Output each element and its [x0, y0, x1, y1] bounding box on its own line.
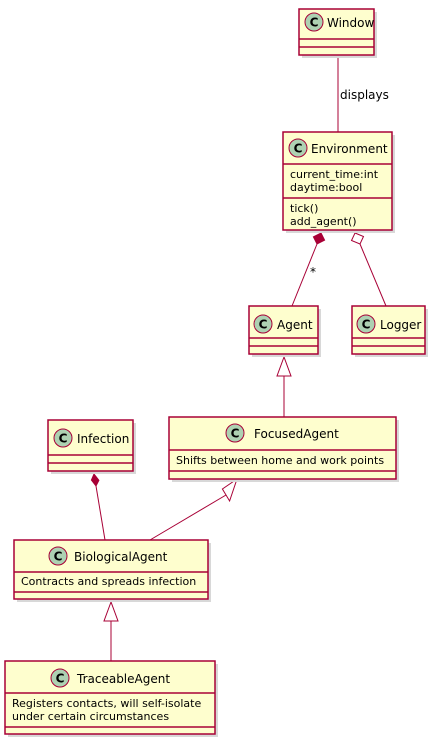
relation-biological-agent-focused-agent-line	[149, 494, 227, 541]
class-focused-agent-box	[168, 416, 397, 480]
relation-infection-biological-agent-line	[95, 485, 106, 541]
class-infection: C Infection	[47, 419, 136, 474]
relation-window-environment-label: displays	[340, 88, 389, 102]
class-focused-agent-name: FocusedAgent	[254, 427, 339, 441]
class-icon-letter: C	[362, 318, 371, 332]
class-icon-letter: C	[56, 672, 65, 686]
class-icon	[304, 12, 324, 32]
class-traceable-agent-box	[4, 660, 216, 735]
class-traceable-agent-name: TraceableAgent	[76, 672, 170, 686]
class-focused-agent: C FocusedAgent Shifts between home and w…	[168, 416, 399, 482]
class-icon	[288, 138, 308, 158]
class-window: C Window	[298, 8, 377, 58]
class-icon	[48, 546, 68, 566]
aggregation-diamond-environment-logger	[350, 232, 365, 245]
class-logger-name: Logger	[380, 318, 421, 332]
class-icon-letter: C	[294, 142, 303, 156]
relation-environment-agent-line	[291, 243, 318, 307]
class-logger: C Logger	[351, 305, 428, 357]
class-icon-letter: C	[310, 16, 319, 30]
relation-environment-agent-multiplicity: *	[310, 265, 316, 279]
class-biological-agent: C BiologicalAgent Contracts and spreads …	[13, 539, 211, 602]
class-traceable-agent-description: under certain circumstances	[12, 710, 169, 723]
class-icon	[356, 314, 376, 334]
class-infection-name: Infection	[77, 432, 129, 446]
class-window-name: Window	[327, 16, 375, 30]
class-environment: C Environment current_time:int daytime:b…	[282, 131, 395, 233]
class-biological-agent-description: Contracts and spreads infection	[21, 575, 196, 588]
class-focused-agent-description: Shifts between home and work points	[176, 454, 384, 467]
relation-environment-logger-line	[359, 243, 387, 307]
class-icon	[50, 668, 70, 688]
class-icon-letter: C	[59, 432, 68, 446]
generalization-arrow-biological-agent	[103, 600, 119, 622]
class-traceable-agent-description: Registers contacts, will self-isolate	[12, 697, 201, 710]
class-agent-name: Agent	[277, 318, 313, 332]
class-environment-method: add_agent()	[290, 215, 357, 228]
class-environment-name: Environment	[311, 142, 388, 156]
generalization-arrow-focused-agent	[221, 477, 238, 503]
class-icon-letter: C	[54, 550, 63, 564]
class-traceable-agent: C TraceableAgent Registers contacts, wil…	[4, 660, 218, 737]
composition-diamond-environment-agent	[312, 232, 326, 245]
class-icon	[53, 428, 73, 448]
class-icon-letter: C	[231, 427, 240, 441]
generalization-arrow-agent	[276, 355, 292, 377]
class-environment-method: tick()	[290, 202, 318, 215]
class-agent: C Agent	[248, 305, 321, 357]
composition-diamond-infection	[90, 473, 100, 487]
class-icon-letter: C	[259, 318, 268, 332]
class-environment-attribute: current_time:int	[290, 168, 379, 181]
class-icon	[225, 423, 245, 443]
class-biological-agent-name: BiologicalAgent	[74, 550, 168, 564]
class-biological-agent-box	[13, 539, 209, 600]
class-environment-attribute: daytime:bool	[290, 181, 362, 194]
class-icon	[253, 314, 273, 334]
